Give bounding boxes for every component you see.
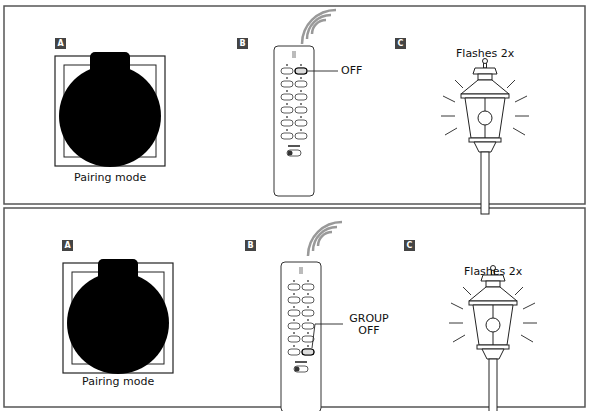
caption-text: Pairing mode (82, 376, 154, 388)
step-letter: C (404, 240, 415, 251)
caption-text: Flashes 2x (456, 48, 514, 60)
step-letter: A (55, 38, 66, 49)
caption-text: Pairing mode (74, 172, 146, 184)
button-label: GROUP OFF (346, 313, 392, 337)
button-label: OFF (341, 65, 362, 77)
caption-text: Flashes 2x (464, 266, 522, 278)
step-letter: C (395, 38, 406, 49)
step-letter: B (245, 240, 256, 251)
step-letter: A (62, 240, 73, 251)
step-letter: B (237, 38, 248, 49)
